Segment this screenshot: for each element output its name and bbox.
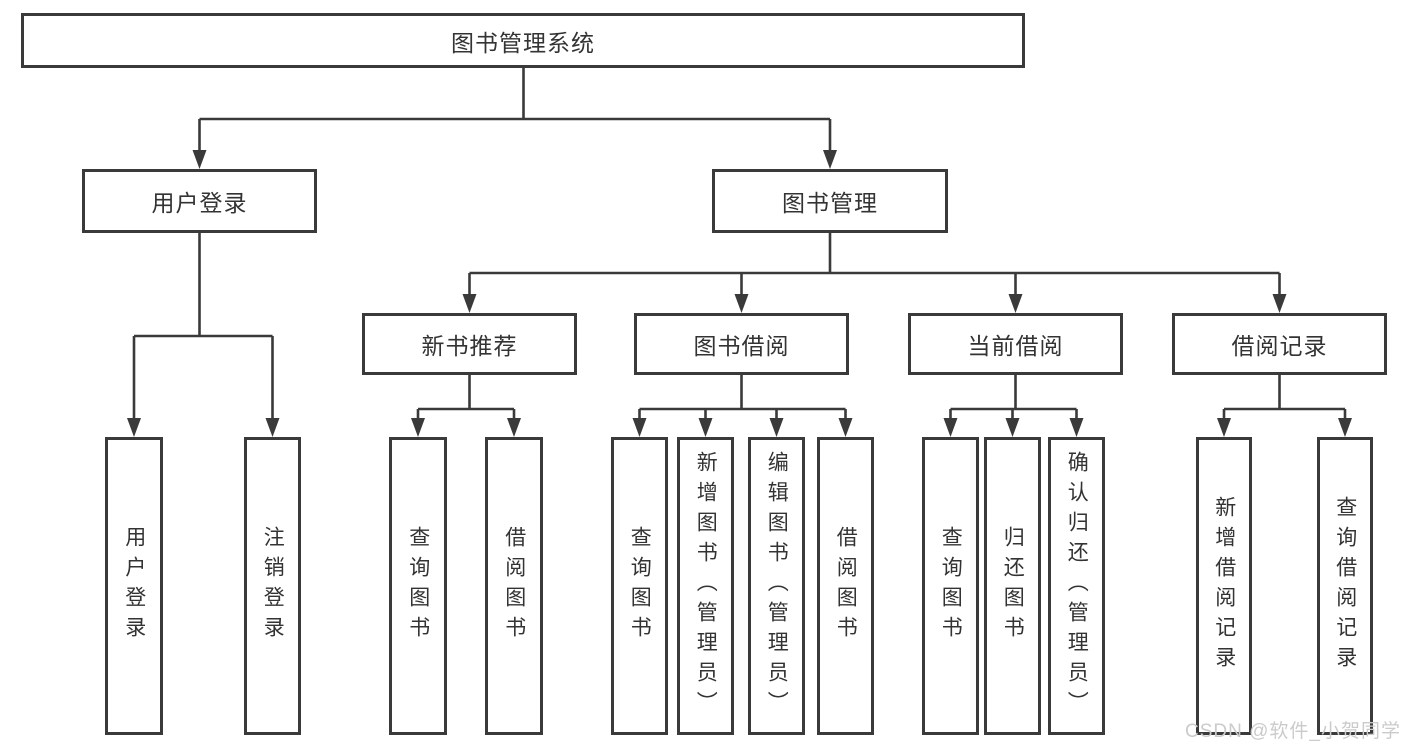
leaf-borrow-books: 借阅图书 [817,437,874,735]
leaf-return-books: 归还图书 [984,437,1041,735]
leaf-query-books-borrow: 查询图书 [611,437,668,735]
connector-paths [132,68,1347,419]
node-label: 用户登录 [122,526,146,646]
node-label: 图书借阅 [693,333,790,359]
node-label: 当前借阅 [967,333,1064,359]
node-label: 新增借阅记录 [1212,496,1236,676]
node-label: 新增图书（管理员） [694,451,718,721]
node-label: 查询图书 [628,526,652,646]
node-current-borrow: 当前借阅 [908,313,1123,375]
node-label: 借阅图书 [834,526,858,646]
node-borrow-records: 借阅记录 [1172,313,1387,375]
node-system-root: 图书管理系统 [21,13,1025,68]
node-label: 查询图书 [406,526,430,646]
leaf-logout: 注销登录 [244,437,301,735]
node-label: 查询借阅记录 [1333,496,1357,676]
node-label: 编辑图书（管理员） [765,451,789,721]
node-label: 用户登录 [151,190,248,216]
node-label: 查询图书 [939,526,963,646]
node-user-login: 用户登录 [82,169,317,233]
csdn-watermark: CSDN @软件_小贺同学 [1185,721,1401,742]
node-label: 借阅记录 [1231,333,1328,359]
node-label: 图书管理系统 [451,29,595,56]
leaf-query-books-current: 查询图书 [922,437,979,735]
node-label: 归还图书 [1001,526,1025,646]
node-label: 注销登录 [261,526,285,646]
leaf-user-login: 用户登录 [105,437,163,735]
leaf-query-books-newbook: 查询图书 [389,437,447,735]
node-label: 新书推荐 [421,333,518,359]
node-book-management: 图书管理 [712,169,948,233]
leaf-add-borrow-record: 新增借阅记录 [1196,437,1252,735]
node-label: 借阅图书 [502,526,526,646]
leaf-edit-books-admin: 编辑图书（管理员） [748,437,805,735]
node-label: 确认归还（管理员） [1065,451,1089,721]
leaf-add-books-admin: 新增图书（管理员） [677,437,734,735]
leaf-confirm-return-admin: 确认归还（管理员） [1048,437,1105,735]
node-book-borrow: 图书借阅 [634,313,849,375]
node-label: 图书管理 [782,190,878,216]
leaf-query-borrow-record: 查询借阅记录 [1317,437,1373,735]
leaf-borrow-books-newbook: 借阅图书 [485,437,543,735]
node-new-book-recommend: 新书推荐 [362,313,577,375]
arrowheads [127,150,1352,437]
